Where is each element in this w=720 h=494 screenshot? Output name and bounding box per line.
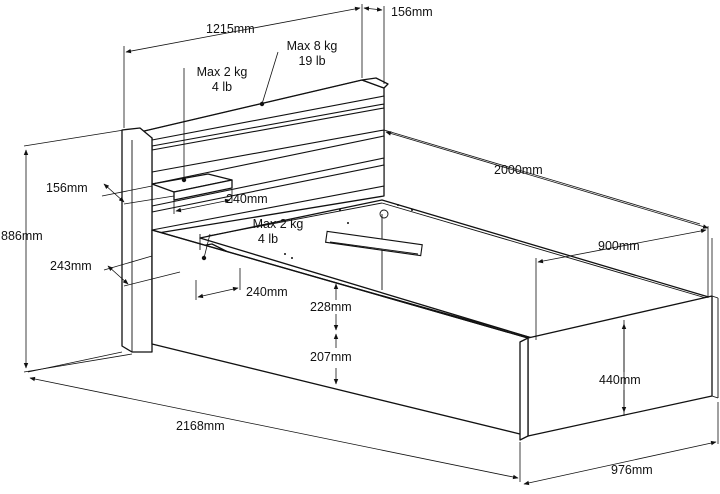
label-storage-height: 228mm: [310, 300, 352, 314]
label-mattress-width: 900mm: [598, 239, 640, 253]
label-top-shelf-width: 240mm: [226, 192, 268, 206]
label-footboard-height: 440mm: [599, 373, 641, 387]
label-footboard-width: 976mm: [611, 463, 653, 477]
label-headboard-load-2: 19 lb: [298, 54, 325, 68]
label-bottom-shelf-depth: 243mm: [50, 259, 92, 273]
label-length: 2000mm: [494, 163, 543, 177]
dimension-labels: 1215mm 156mm Max 8 kg 19 lb Max 2 kg 4 l…: [1, 5, 653, 477]
label-headboard-depth: 156mm: [391, 5, 433, 19]
label-top-shelf-depth: 156mm: [46, 181, 88, 195]
label-bottom-shelf-load-2: 4 lb: [258, 232, 278, 246]
label-headboard-load-1: Max 8 kg: [287, 39, 338, 53]
footboard: [519, 295, 719, 441]
label-total-width: 1215mm: [206, 22, 255, 36]
label-clearance-height: 207mm: [310, 350, 352, 364]
dimension-lines: [23, 4, 719, 486]
label-bottom-shelf-width: 240mm: [246, 285, 288, 299]
label-top-shelf-load-1: Max 2 kg: [197, 65, 248, 79]
label-total-height: 886mm: [1, 229, 43, 243]
label-top-shelf-load-2: 4 lb: [212, 80, 232, 94]
headboard-side: [121, 127, 156, 353]
label-total-length: 2168mm: [176, 419, 225, 433]
top-shelf: [151, 173, 233, 201]
label-bottom-shelf-load-1: Max 2 kg: [253, 217, 304, 231]
